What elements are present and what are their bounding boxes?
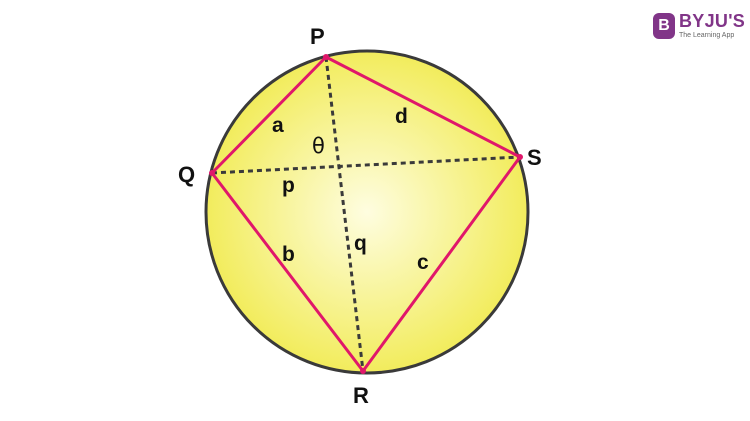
vertex-label-p: P: [310, 24, 325, 49]
vertex-dot-p: [323, 54, 329, 60]
vertex-dot-q: [209, 170, 215, 176]
diagonal-label-q: q: [354, 232, 367, 255]
diagonal-p: [211, 155, 521, 175]
side-d-line: [324, 55, 522, 159]
logo-badge-letter: B: [658, 16, 670, 34]
vertex-dot-r: [360, 368, 366, 374]
side-label-c: c: [417, 251, 429, 274]
logo-text: BYJU'S The Learning App: [679, 12, 745, 39]
side-b-line: [210, 171, 365, 373]
logo-tagline: The Learning App: [679, 32, 735, 39]
logo-brand: BYJU'S: [679, 11, 746, 31]
angle-label-theta: θ: [312, 134, 325, 158]
circumscribed-circle: [204, 49, 530, 375]
side-a-line: [210, 55, 328, 175]
vertex-label-r: R: [353, 383, 369, 408]
vertex-dot-s: [517, 154, 523, 160]
vertex-label-s: S: [527, 145, 542, 170]
side-c-line: [361, 155, 522, 373]
logo-badge-icon: B: [653, 12, 675, 39]
side-label-a: a: [272, 114, 284, 137]
byjus-logo: B BYJU'S The Learning App: [653, 12, 745, 39]
diagonal-label-p: p: [282, 174, 295, 197]
side-label-d: d: [395, 105, 408, 128]
diagonal-q: [324, 56, 365, 372]
vertex-label-q: Q: [178, 162, 195, 187]
side-label-b: b: [282, 243, 295, 266]
